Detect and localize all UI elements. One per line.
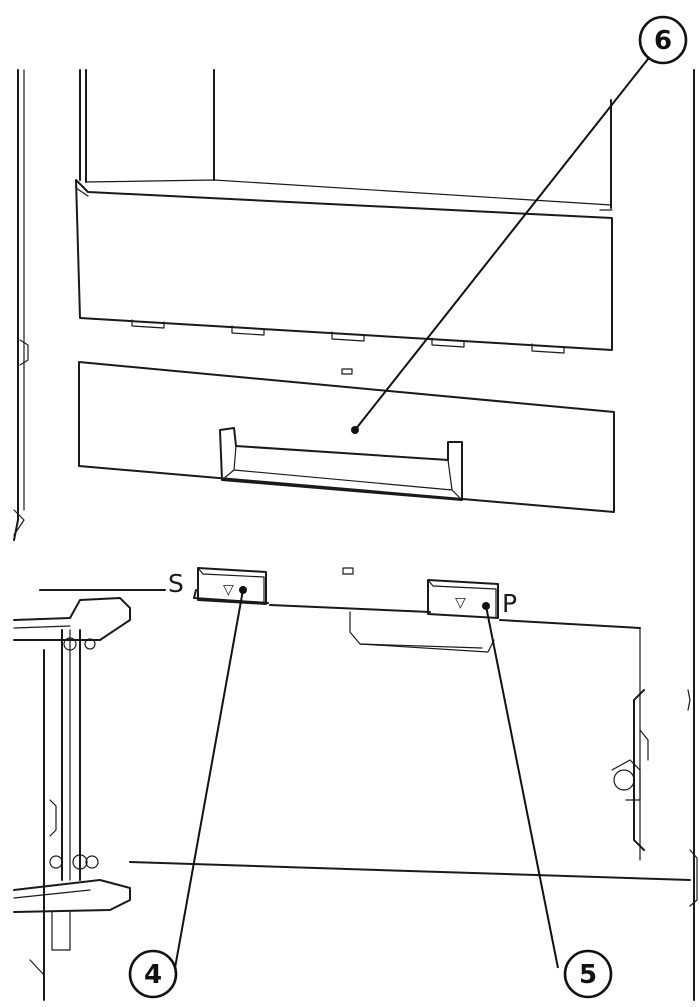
callout-6-label: 6 bbox=[654, 26, 672, 56]
callout-5: 5 bbox=[563, 949, 613, 999]
switch-p-letter: P bbox=[502, 589, 517, 618]
upper-tray bbox=[75, 69, 613, 375]
drawer bbox=[78, 361, 615, 513]
switch-p-symbol: ▽ bbox=[455, 595, 466, 611]
callout-4-label: 4 bbox=[144, 960, 162, 990]
support-bracket bbox=[13, 597, 131, 1001]
callout-6: 6 bbox=[638, 15, 688, 65]
lower-panel bbox=[39, 567, 691, 881]
callout-5-label: 5 bbox=[579, 960, 597, 990]
leader-lines bbox=[174, 39, 664, 969]
cabinet-frame bbox=[13, 69, 698, 1001]
side-latch bbox=[611, 689, 649, 851]
switch-s-symbol: ▽ bbox=[223, 582, 234, 598]
callout-4: 4 bbox=[128, 949, 178, 999]
switch-s-letter: S bbox=[168, 569, 184, 598]
